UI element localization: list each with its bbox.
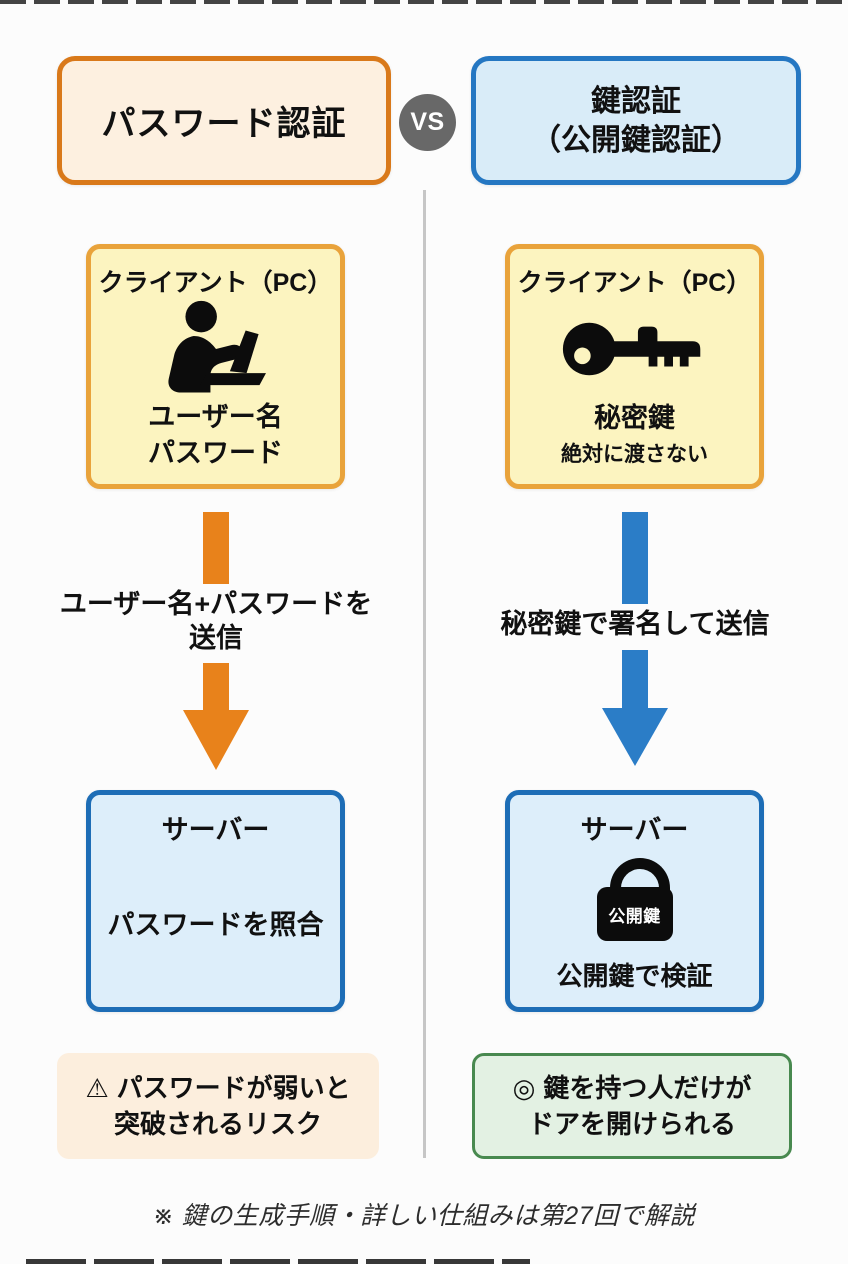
never-share-label: 絶対に渡さない	[561, 443, 708, 466]
vs-badge: VS	[399, 94, 456, 151]
key-send-arrow: 秘密鍵で署名して送信	[465, 512, 805, 770]
password-client-credentials: ユーザー名 パスワード	[148, 399, 283, 472]
password-verify-label: パスワードを照合	[107, 910, 324, 940]
password-send-label-line1: ユーザー名+パスワードを	[59, 588, 373, 619]
risk-line1: ⚠パスワードが弱いと	[85, 1070, 350, 1106]
key-client-title: クライアント（PC）	[517, 269, 752, 297]
arrow-shaft	[622, 649, 648, 708]
benefit-text-line2: ドアを開けられる	[527, 1109, 736, 1139]
risk-text-line1: パスワードが弱いと	[116, 1072, 351, 1103]
private-key-label: 秘密鍵	[594, 402, 675, 433]
risk-text-line2: 突破されるリスク	[113, 1109, 322, 1139]
public-key-lock-label: 公開鍵	[608, 906, 661, 926]
key-server-box: サーバー 公開鍵 公開鍵で検証	[505, 790, 764, 1012]
warning-icon: ⚠	[85, 1072, 109, 1103]
padlock-icon: 公開鍵	[596, 858, 673, 941]
key-verify-label: 公開鍵で検証	[556, 961, 713, 991]
password-send-label: ユーザー名+パスワードを 送信	[60, 588, 372, 656]
arrow-head-icon	[602, 707, 668, 766]
password-send-arrow: ユーザー名+パスワードを 送信	[46, 512, 386, 770]
vs-label: VS	[410, 108, 445, 136]
person-laptop-icon	[153, 299, 279, 399]
arrow-head-icon	[183, 710, 249, 770]
key-client-credentials: 秘密鍵 絶対に渡さない	[561, 400, 708, 468]
key-send-label: 秘密鍵で署名して送信	[500, 609, 770, 639]
key-auth-title-line1: 鍵認証	[591, 84, 681, 118]
key-icon	[561, 299, 709, 400]
password-server-box: サーバー パスワードを照合	[86, 790, 345, 1012]
password-label: パスワード	[148, 438, 283, 469]
password-auth-header-box: パスワード認証	[57, 56, 391, 185]
key-client-box: クライアント（PC） 秘密鍵 絶対に渡さない	[505, 244, 764, 489]
benefit-text-line1: 鍵を持つ人だけが	[543, 1072, 752, 1103]
bottom-edge-artifact	[26, 1259, 530, 1264]
double-circle-icon: ◎	[512, 1072, 536, 1103]
key-benefit-note: ◎鍵を持つ人だけが ドアを開けられる	[472, 1053, 792, 1159]
password-risk-note: ⚠パスワードが弱いと 突破されるリスク	[57, 1053, 379, 1159]
password-server-title: サーバー	[161, 815, 270, 845]
arrow-shaft	[203, 663, 229, 710]
password-client-title: クライアント（PC）	[98, 269, 333, 297]
key-auth-title-line2: （公開鍵認証）	[531, 123, 741, 157]
footer-reference-note: ※ 鍵の生成手順・詳しい仕組みは第27回で解説	[152, 1202, 696, 1230]
key-auth-header-box: 鍵認証 （公開鍵認証）	[471, 56, 801, 185]
username-label: ユーザー名	[148, 402, 283, 432]
password-auth-title: パスワード認証	[101, 105, 347, 143]
column-divider	[423, 190, 426, 1158]
password-send-label-line2: 送信	[188, 622, 243, 653]
password-client-box: クライアント（PC） ユーザー名 パスワード	[86, 244, 345, 489]
arrow-shaft	[622, 512, 648, 604]
top-edge-artifact	[0, 0, 848, 4]
arrow-shaft	[203, 512, 229, 584]
benefit-line1: ◎鍵を持つ人だけが	[513, 1070, 752, 1106]
key-server-title: サーバー	[580, 815, 689, 845]
